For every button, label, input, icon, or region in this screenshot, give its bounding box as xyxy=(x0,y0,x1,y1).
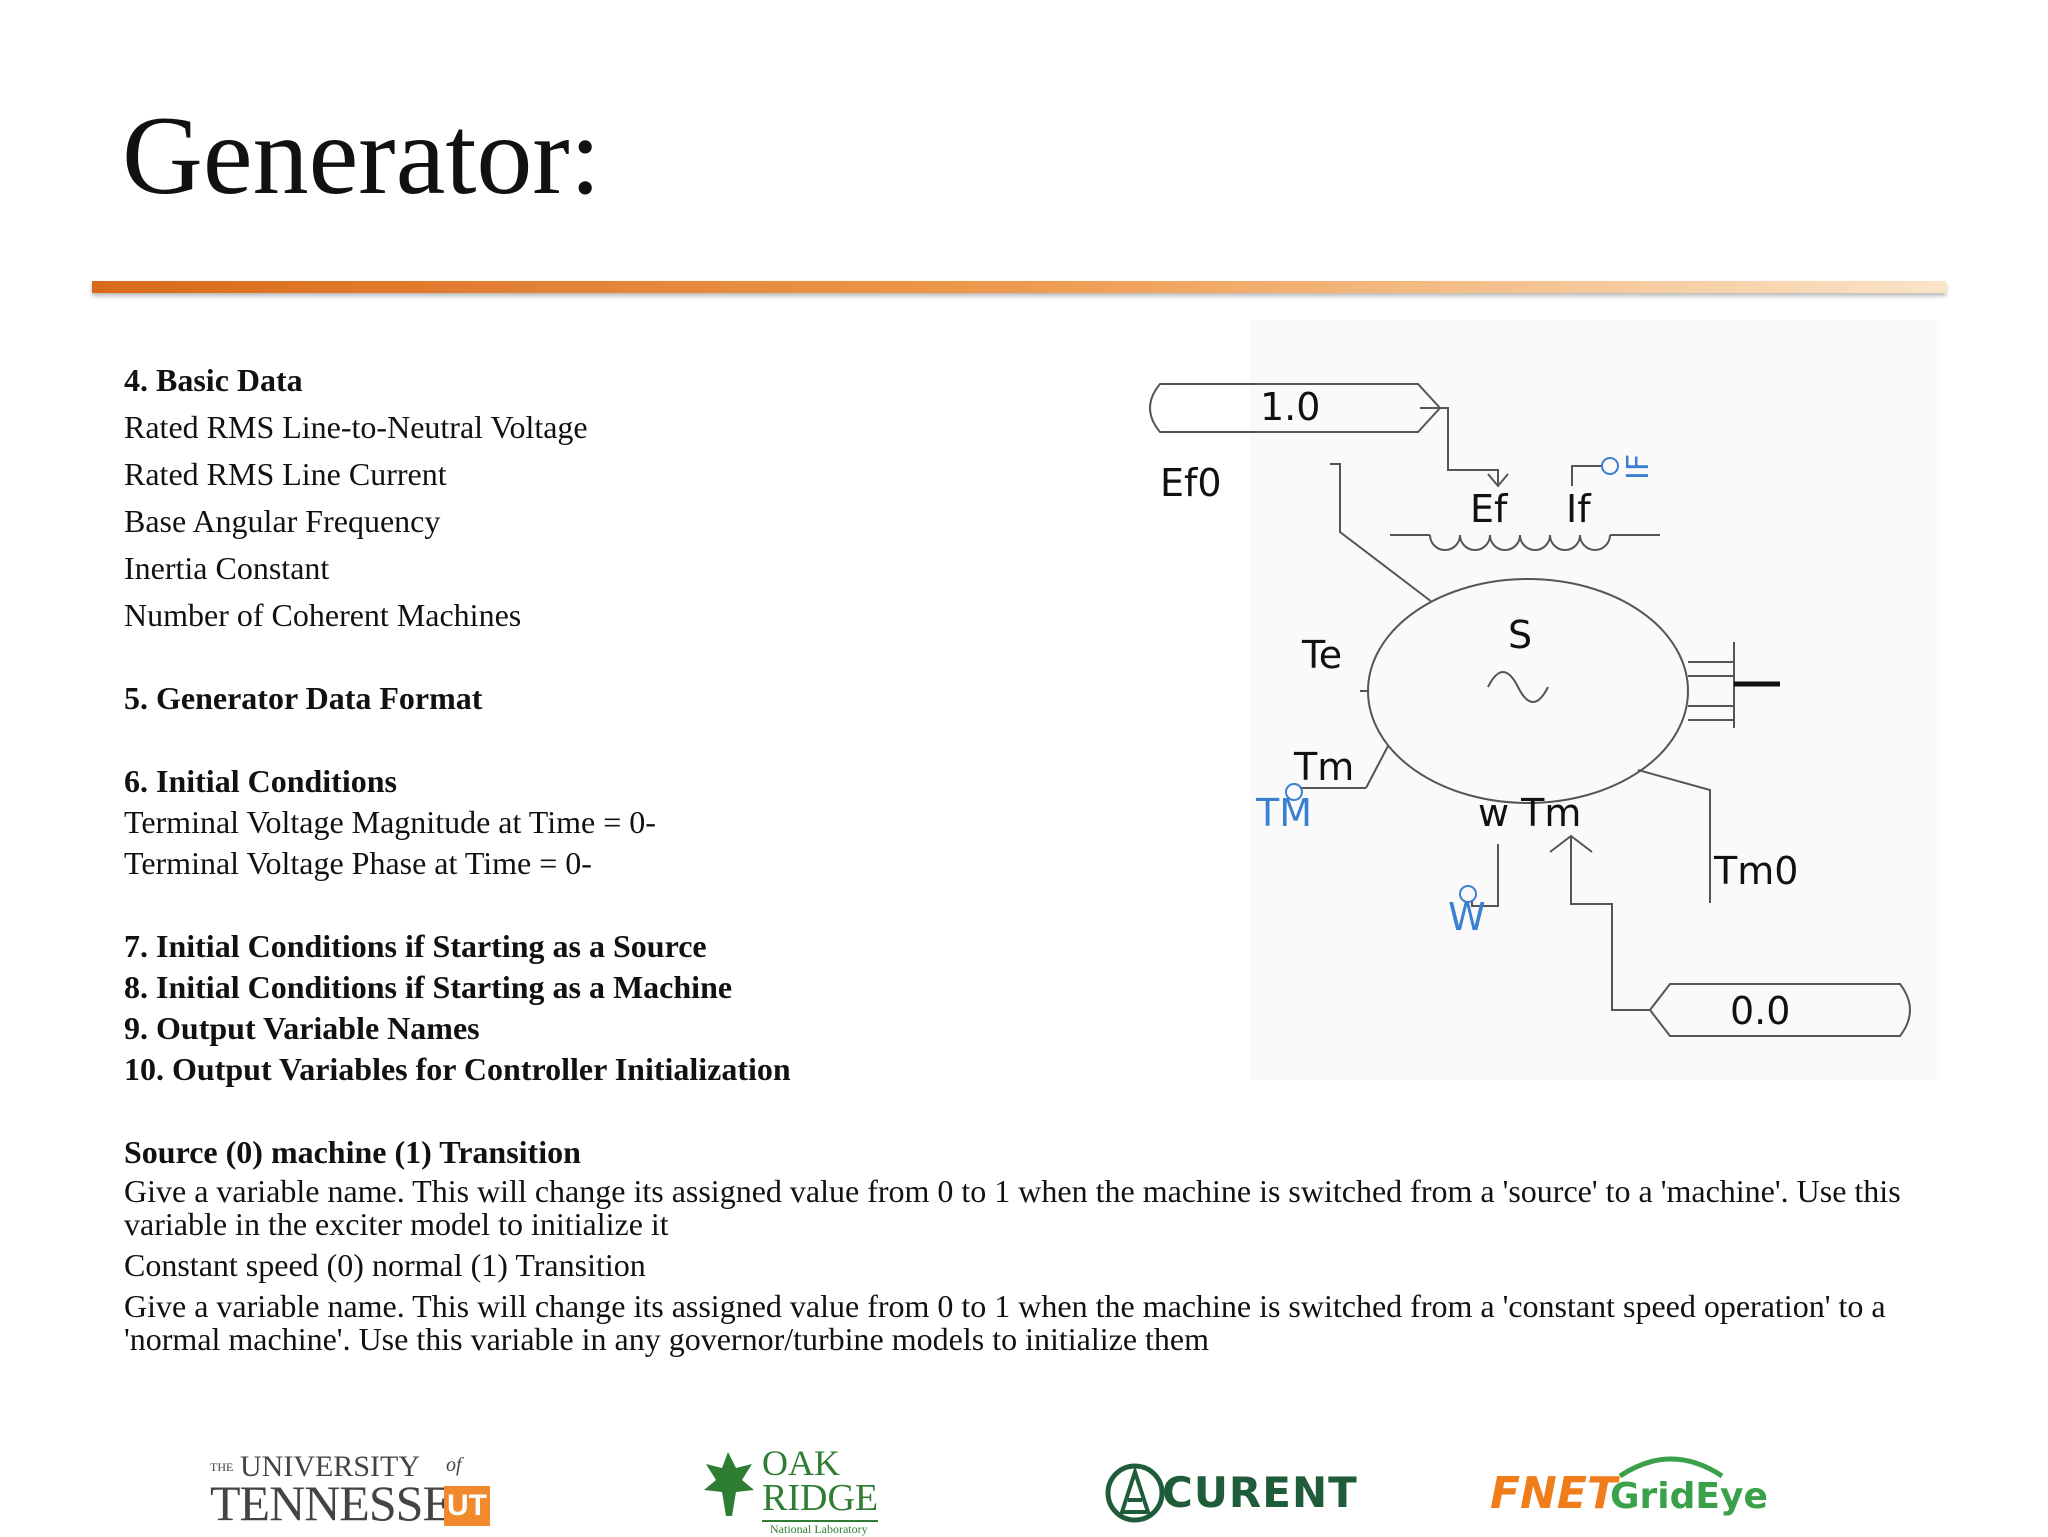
transition-line-2: Constant speed (0) normal (1) Transition xyxy=(124,1247,646,1283)
curent-text: CURENT xyxy=(1162,1468,1358,1517)
ut-logo-university: UNIVERSITY xyxy=(240,1450,420,1483)
fnet-logo: FNET GridEye xyxy=(1490,1450,1768,1530)
w-port-circle xyxy=(1459,885,1477,903)
w-wire xyxy=(1471,844,1499,907)
field-winding xyxy=(1429,534,1611,551)
tm0-wire xyxy=(1637,769,1711,903)
tm0-label: Tm0 xyxy=(1713,849,1798,893)
basic-data-item: Base Angular Frequency xyxy=(124,503,441,539)
tm-label: Tm xyxy=(1293,745,1354,789)
section-heading-9: 9. Output Variable Names xyxy=(124,1010,480,1046)
section-heading-format: 5. Generator Data Format xyxy=(124,680,483,716)
if-port-circle xyxy=(1601,457,1619,475)
if-wire xyxy=(1571,465,1602,486)
fnet-text: FNET xyxy=(1490,1468,1617,1519)
ef0-wire xyxy=(1330,463,1433,603)
input-value-top: 1.0 xyxy=(1260,385,1320,429)
footer-logos: THE UNIVERSITY of TENNESSEE UT OAK RIDGE… xyxy=(0,1420,2048,1536)
generator-block-diagram: 1.0 Ef0 Ef If IF Te S Tm TM w Tm Tm0 W 0… xyxy=(1149,383,1911,1037)
section-heading-initial: 6. Initial Conditions xyxy=(124,763,397,799)
ef-input-arrow xyxy=(1487,473,1509,488)
terminal-bus-lines xyxy=(1688,661,1734,721)
section-heading-7: 7. Initial Conditions if Starting as a S… xyxy=(124,928,707,964)
w-port-label: W xyxy=(1448,895,1486,939)
fnet-arc-icon xyxy=(1618,1456,1724,1479)
basic-data-item: Inertia Constant xyxy=(124,550,330,586)
diagram-background xyxy=(1250,320,1940,1080)
if-port-label: IF xyxy=(1621,454,1656,480)
ut-logo: THE UNIVERSITY of TENNESSEE UT xyxy=(210,1450,510,1531)
curent-logo: CURENT xyxy=(1104,1462,1384,1526)
ornl-leaf-icon xyxy=(704,1452,754,1516)
content-text: 4. Basic Data Rated RMS Line-to-Neutral … xyxy=(124,362,1904,1356)
title-divider xyxy=(92,281,1946,293)
w-tm-label: w Tm xyxy=(1478,791,1581,835)
tm-input-arrow xyxy=(1549,834,1593,853)
input-pill-top xyxy=(1149,383,1442,433)
ef-input-wire xyxy=(1420,407,1499,486)
grideye-text: GridEye xyxy=(1610,1476,1768,1517)
tm-port-circle xyxy=(1285,783,1303,801)
section-heading-8: 8. Initial Conditions if Starting as a M… xyxy=(124,969,733,1005)
tm-input-wire xyxy=(1570,836,1650,1011)
transition-paragraph-1: Give a variable name. This will change i… xyxy=(124,1173,1901,1242)
initial-item: Terminal Voltage Phase at Time = 0- xyxy=(124,845,592,881)
basic-data-item: Number of Coherent Machines xyxy=(124,597,522,633)
ornl-logo: OAK RIDGE National Laboratory xyxy=(700,1442,910,1536)
ornl-sub: National Laboratory xyxy=(770,1522,868,1536)
input-value-bottom: 0.0 xyxy=(1730,989,1790,1033)
tm-port-label: TM xyxy=(1255,791,1312,835)
ornl-oak: OAK xyxy=(762,1443,840,1483)
if-label: If xyxy=(1566,487,1592,531)
basic-data-item: Rated RMS Line Current xyxy=(124,456,447,492)
ef0-label: Ef0 xyxy=(1160,461,1222,505)
ut-logo-the: THE xyxy=(210,1460,234,1474)
ornl-ridge: RIDGE xyxy=(762,1476,879,1522)
sine-icon xyxy=(1487,671,1549,703)
ut-logo-of: of xyxy=(446,1454,462,1476)
ef-label: Ef xyxy=(1470,487,1509,531)
tm-wire xyxy=(1365,745,1389,789)
page-title: Generator: xyxy=(122,94,601,218)
section-heading-10: 10. Output Variables for Controller Init… xyxy=(124,1051,791,1087)
ut-logo-badge: UT xyxy=(444,1486,490,1526)
basic-data-item: Rated RMS Line-to-Neutral Voltage xyxy=(124,409,588,445)
te-label: Te xyxy=(1301,633,1342,677)
section-heading-transition: Source (0) machine (1) Transition xyxy=(124,1134,581,1170)
initial-item: Terminal Voltage Magnitude at Time = 0- xyxy=(124,804,656,840)
s-label: S xyxy=(1508,613,1532,657)
section-heading-basic-data: 4. Basic Data xyxy=(124,362,303,398)
ut-logo-tennessee: TENNESSEE xyxy=(210,1475,483,1531)
curent-emblem-icon xyxy=(1105,1463,1165,1523)
input-pill-bottom xyxy=(1648,983,1911,1037)
transition-paragraph-2: Give a variable name. This will change i… xyxy=(124,1288,1886,1357)
